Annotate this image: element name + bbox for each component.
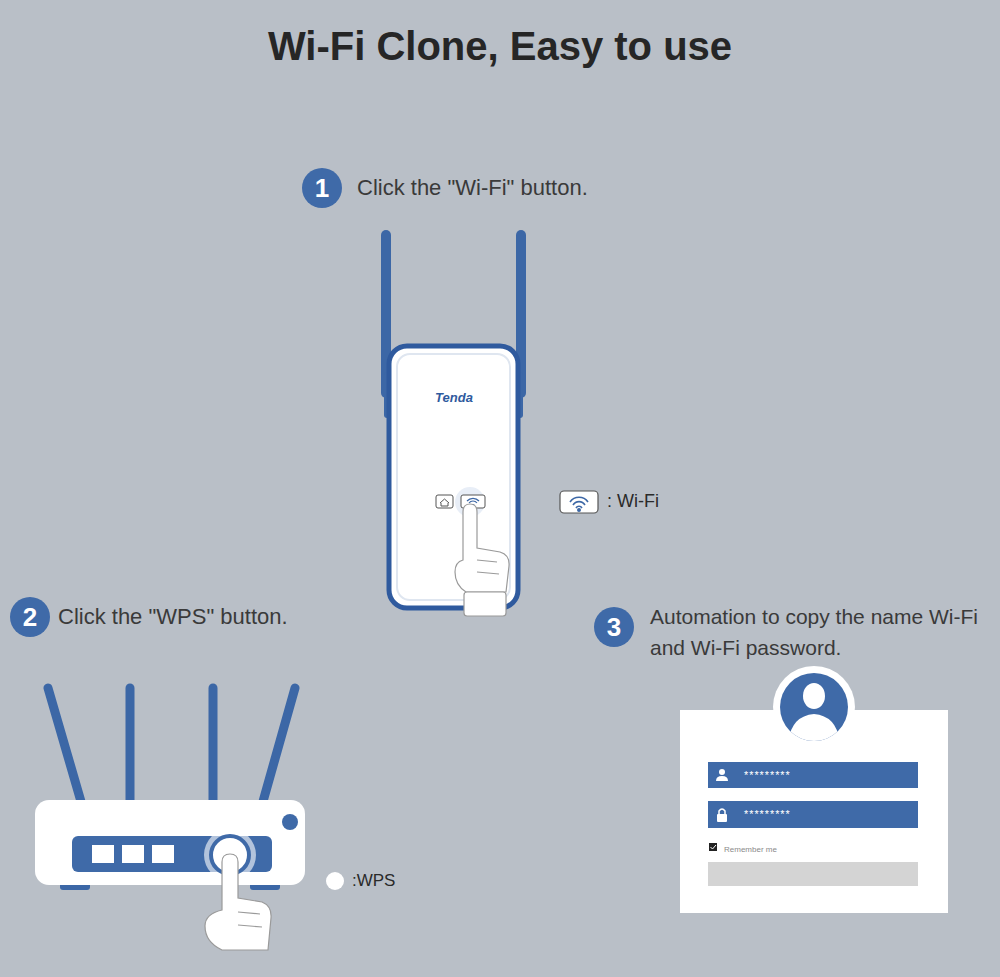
router (35, 688, 305, 890)
step-instruction: Automation to copy the name Wi-Fi and Wi… (650, 601, 995, 663)
input-field: ********* (708, 801, 918, 828)
node-text: 2 (23, 604, 37, 630)
range-extender (381, 230, 526, 608)
node-text: ********* (708, 801, 918, 828)
step-number: 2 (10, 597, 50, 637)
legend-swatch (326, 872, 344, 890)
pressing-hand (205, 854, 271, 950)
legend-item: : Wi-Fi (607, 491, 659, 512)
step-number: 1 (302, 168, 342, 208)
input-field: ********* (708, 762, 918, 788)
legend-text: :WPS (352, 871, 395, 891)
legend-item: :WPS (326, 871, 395, 891)
node-text: 1 (315, 175, 329, 201)
step-number: 3 (594, 607, 634, 647)
step-instruction: Click the "Wi-Fi" button. (357, 175, 757, 201)
node-text: ********* (708, 762, 918, 788)
node-text: Tenda (435, 391, 473, 404)
legend-text: : Wi-Fi (607, 491, 659, 512)
node-text: 3 (607, 614, 621, 640)
extender-body: Tenda (392, 382, 516, 412)
pressing-hand (455, 504, 509, 616)
node-text: Remember me (724, 845, 777, 854)
login-card: Remember me ********* ********* (680, 710, 948, 913)
title: Wi-Fi Clone, Easy to use (0, 24, 1000, 69)
login-card (680, 666, 948, 913)
wifi-icon (560, 491, 598, 513)
step-instruction: Click the "WPS" button. (58, 604, 388, 630)
